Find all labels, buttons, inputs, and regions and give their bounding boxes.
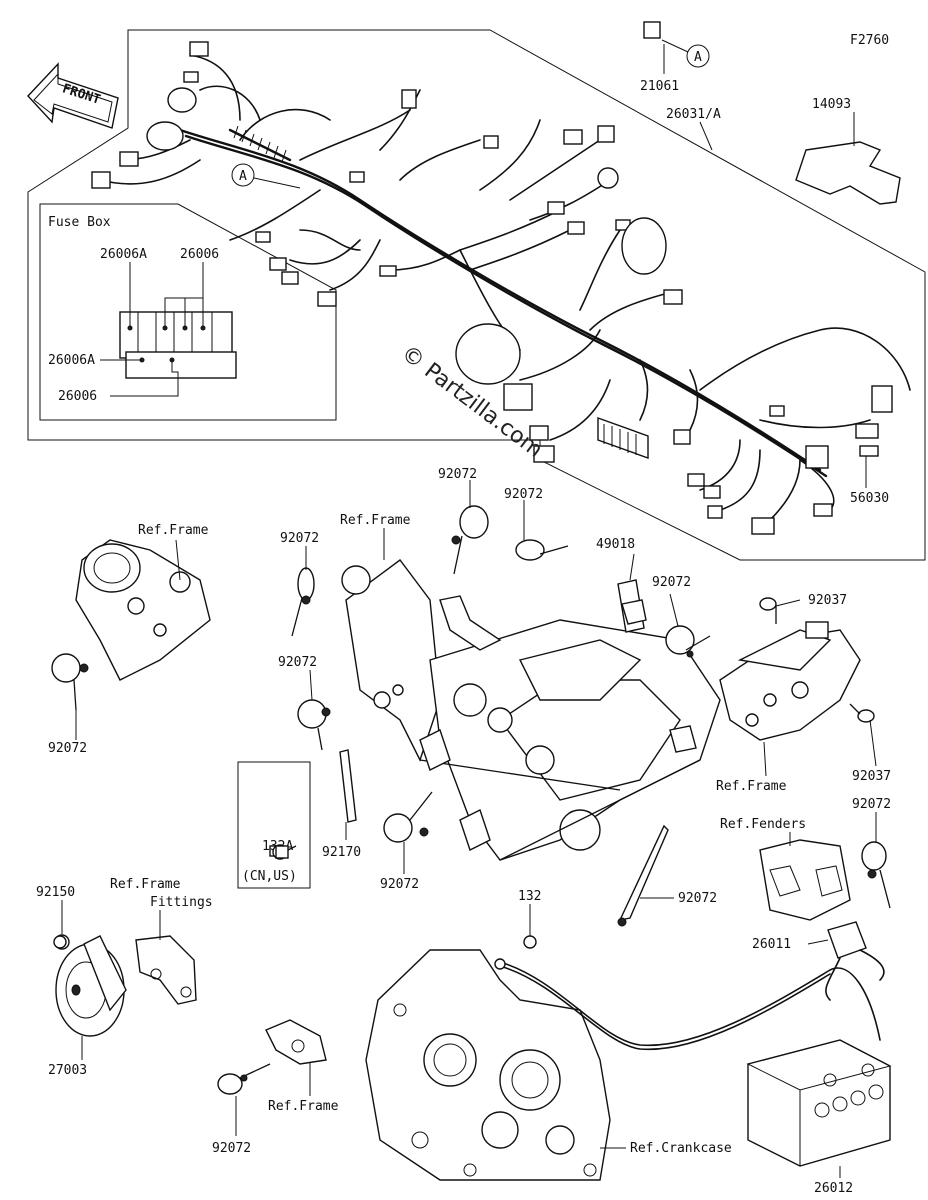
connector — [769, 405, 785, 417]
connector — [813, 503, 833, 517]
connector — [401, 89, 417, 109]
label-26006-top: 26006 — [180, 247, 219, 262]
label-92072-f: 92072 — [48, 741, 87, 756]
connector — [269, 257, 287, 271]
connector — [547, 201, 565, 215]
connector — [663, 289, 683, 305]
connector — [805, 445, 829, 469]
label-92072-d: 92072 — [652, 575, 691, 590]
label-132A-note: (CN,US) — [242, 869, 297, 884]
label-92072-i: 92072 — [678, 891, 717, 906]
label-92150: 92150 — [36, 885, 75, 900]
left-frame-fitting — [75, 539, 211, 681]
callout-a-harness-letter: A — [239, 169, 247, 184]
relay-49018 — [617, 579, 647, 633]
label-ref-fenders: Ref.Fenders — [720, 817, 806, 832]
label-92072-g: 92072 — [852, 797, 891, 812]
connector — [687, 473, 705, 487]
label-56030: 56030 — [850, 491, 889, 506]
convoluted-tube — [228, 125, 292, 163]
label-ref-frame-right: Ref.Frame — [716, 779, 787, 794]
label-92072-a: 92072 — [438, 467, 477, 482]
label-26031: 26031/A — [666, 107, 721, 122]
label-14093: 14093 — [812, 97, 851, 112]
label-26006-bottom: 26006 — [58, 389, 97, 404]
label-92170: 92170 — [322, 845, 361, 860]
connector — [255, 231, 271, 243]
label-26012: 26012 — [814, 1181, 853, 1196]
crankcase — [365, 949, 611, 1181]
frame-assembly — [341, 559, 721, 861]
label-92072-c: 92072 — [280, 531, 319, 546]
connector — [349, 171, 365, 183]
label-92072-b: 92072 — [504, 487, 543, 502]
diagram-code: F2760 — [850, 33, 889, 48]
connector — [183, 71, 199, 83]
label-92072-e: 92072 — [278, 655, 317, 670]
leader-lines — [61, 44, 877, 1178]
connector — [189, 41, 209, 57]
connector — [597, 125, 615, 143]
connector — [379, 265, 397, 277]
connector — [751, 517, 775, 535]
pad-56030 — [859, 445, 879, 457]
label-49018: 49018 — [596, 537, 635, 552]
ecu-connector — [597, 417, 649, 459]
connector — [529, 425, 549, 441]
label-26011: 26011 — [752, 937, 791, 952]
connector — [707, 505, 723, 519]
connector — [563, 129, 583, 145]
label-ref-frame-center: Ref.Frame — [340, 513, 411, 528]
fuse-box-title: Fuse Box — [48, 215, 111, 230]
label-92072-j: 92072 — [212, 1141, 251, 1156]
callout-a-top: A — [661, 39, 710, 68]
cable-ties — [51, 505, 891, 1095]
label-92037-a: 92037 — [808, 593, 847, 608]
label-ref-crankcase: Ref.Crankcase — [630, 1141, 732, 1156]
horn-27003 — [54, 934, 127, 1037]
right-frame-fitting — [719, 621, 861, 741]
battery-26012 — [746, 1039, 892, 1167]
label-26006A-top: 26006A — [100, 247, 147, 262]
inset-132A: 132A (CN,US) — [237, 761, 311, 889]
label-ref-frame-left: Ref.Frame — [138, 523, 209, 538]
label-ref-frame-bottom: Ref.Frame — [268, 1099, 339, 1114]
connector — [91, 171, 111, 189]
front-arrow-icon: FRONT — [27, 62, 119, 129]
connector — [533, 445, 555, 463]
label-27003: 27003 — [48, 1063, 87, 1078]
connector — [317, 291, 337, 307]
label-132: 132 — [518, 889, 541, 904]
callout-a-harness: A — [231, 163, 301, 189]
connector — [503, 383, 533, 411]
bolt-132A-head — [275, 845, 289, 859]
connector — [281, 271, 299, 285]
horn-bracket-fittings — [135, 935, 197, 1005]
label-92037-b: 92037 — [852, 769, 891, 784]
fuse-box-inset: Fuse Box 26006A 26006 26006A 26006 — [39, 203, 337, 421]
main-wiring-harness — [99, 54, 911, 521]
label-92072-h: 92072 — [380, 877, 419, 892]
harness-connectors — [91, 21, 893, 535]
strap-92170 — [339, 749, 357, 823]
connector — [855, 423, 879, 439]
label-21061: 21061 — [640, 79, 679, 94]
label-ref-frame-fittings-2: Fittings — [150, 895, 213, 910]
starter-relay-26011 — [825, 921, 885, 1001]
connector — [483, 135, 499, 149]
callout-a-top-letter: A — [694, 50, 702, 65]
connector — [119, 151, 139, 167]
connector — [673, 429, 691, 445]
bracket-14093 — [795, 141, 901, 205]
connector — [703, 485, 721, 499]
bottom-bracket — [265, 1019, 327, 1065]
fender-bracket — [759, 839, 851, 921]
harness-cylinders — [146, 87, 667, 385]
connector-21061 — [643, 21, 661, 39]
label-26006A-side: 26006A — [48, 353, 95, 368]
label-ref-frame-fittings-1: Ref.Frame — [110, 877, 181, 892]
connector — [871, 385, 893, 413]
connector — [567, 221, 585, 235]
